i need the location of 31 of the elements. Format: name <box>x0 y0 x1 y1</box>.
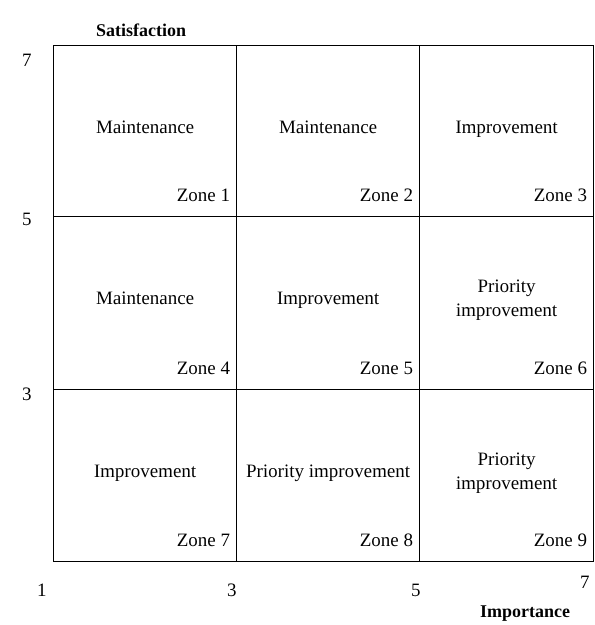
axis-title: Importance <box>480 600 570 622</box>
zone-action-text: Improvement <box>276 287 380 311</box>
matrix-cell <box>53 389 237 562</box>
zone-action-text: Priority improvement <box>454 448 558 496</box>
matrix-cell <box>53 45 237 217</box>
zone-label: Zone 3 <box>534 185 587 207</box>
zone-label: Zone 1 <box>176 185 230 207</box>
zone-action-text: Maintenance <box>94 116 196 140</box>
zone-label: Zone 8 <box>360 530 413 552</box>
axis-tick-label: 1 <box>37 580 46 602</box>
axis-tick-label: 7 <box>580 572 590 594</box>
zone-label: Zone 4 <box>176 358 230 380</box>
zone-label: Zone 9 <box>534 530 587 552</box>
matrix-cell <box>419 389 594 562</box>
zone-action-text: Priority improvement <box>454 275 558 323</box>
zone-action-text: Priority improvement <box>244 460 412 484</box>
zone-label: Zone 2 <box>360 185 413 207</box>
zone-action-text: Maintenance <box>94 287 196 311</box>
axis-tick-label: 7 <box>22 50 32 72</box>
zone-label: Zone 7 <box>176 530 230 552</box>
zone-action-text: Maintenance <box>278 116 378 140</box>
zone-label: Zone 5 <box>360 358 413 380</box>
axis-tick-label: 3 <box>227 580 236 602</box>
axis-tick-label: 5 <box>22 209 32 231</box>
axis-title: Satisfaction <box>96 19 186 41</box>
zone-action-text: Improvement <box>454 116 559 140</box>
zone-action-text: Improvement <box>92 460 198 484</box>
axis-tick-label: 5 <box>411 580 420 602</box>
matrix-cell <box>419 45 594 217</box>
axis-tick-label: 3 <box>22 384 32 406</box>
zone-label: Zone 6 <box>534 358 587 380</box>
